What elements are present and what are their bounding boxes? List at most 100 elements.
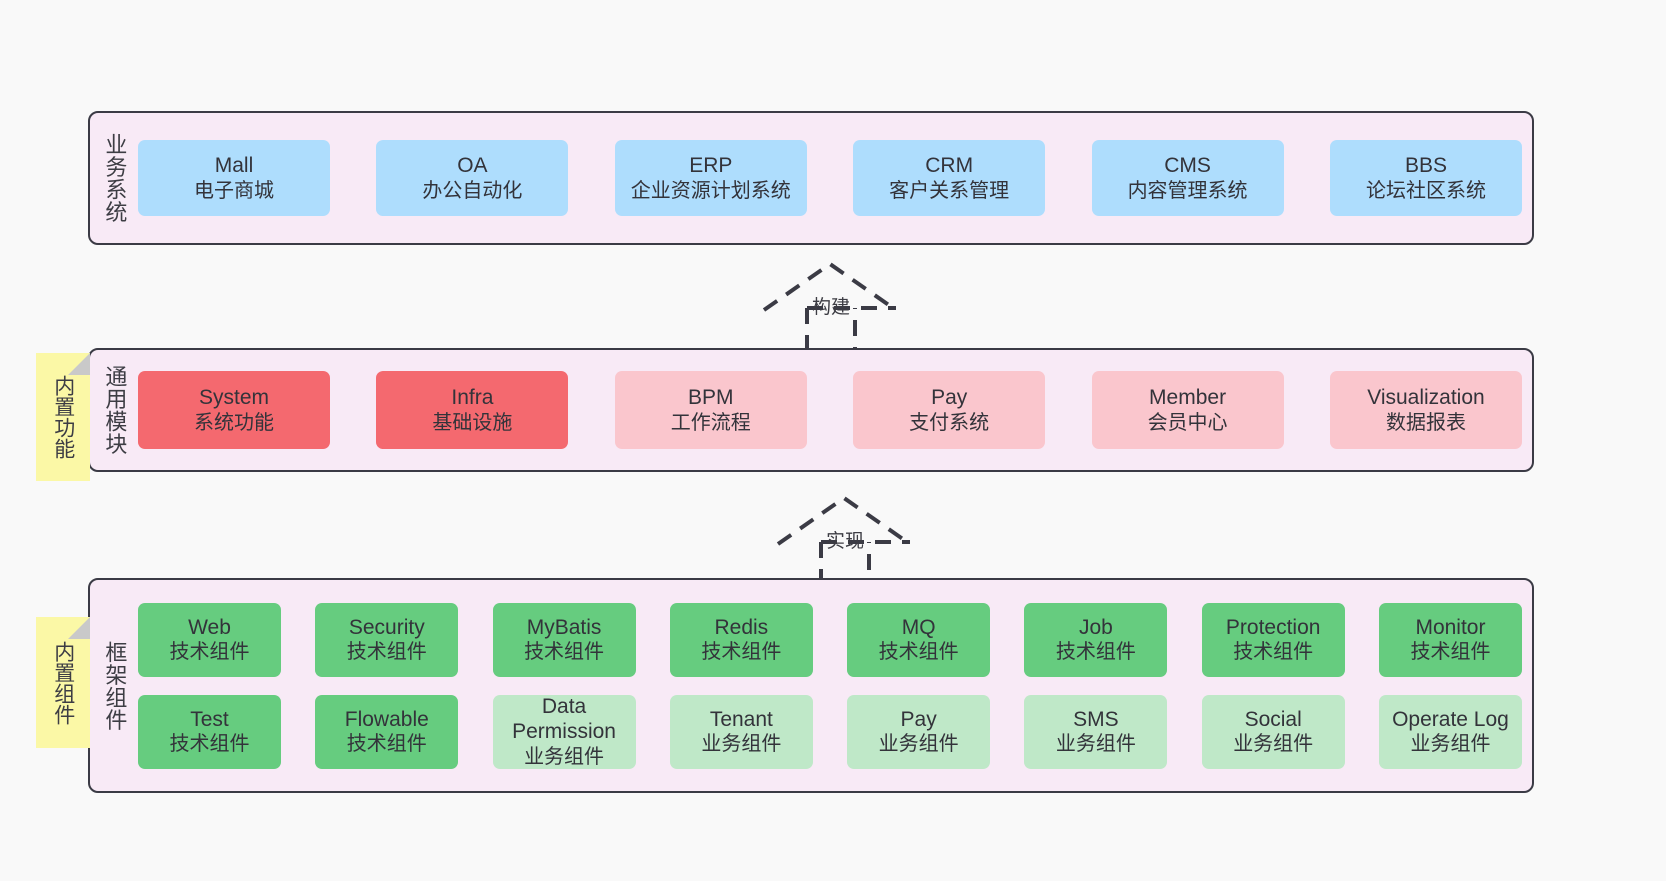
card-en-label: SMS [1073, 707, 1119, 731]
framework-card-job[interactable]: Job 技术组件 [1024, 602, 1168, 677]
card-en-label: Pay [900, 707, 937, 731]
card-cn-label: 业务组件 [1233, 733, 1314, 756]
connector-build: 构建 [752, 256, 942, 356]
card-cn-label: 业务组件 [701, 733, 782, 756]
layer-common-modules: 通用模块 System 系统功能 Infra 基础设施 BPM 工作流程 Pay… [88, 348, 1534, 472]
card-cn-label: 技术组件 [524, 641, 605, 664]
framework-card-mq[interactable]: MQ 技术组件 [847, 602, 991, 677]
card-en-label: Mall [214, 154, 254, 177]
connector-implement: 实现 [766, 490, 956, 590]
card-cn-label: 客户关系管理 [889, 179, 1010, 202]
framework-tech-row: Web 技术组件 Security 技术组件 MyBatis 技术组件 Redi… [138, 602, 1522, 677]
module-card-member[interactable]: Member 会员中心 [1091, 371, 1284, 449]
card-cn-label: 业务组件 [524, 745, 605, 768]
module-card-bpm[interactable]: BPM 工作流程 [614, 371, 807, 449]
framework-card-pay[interactable]: Pay 业务组件 [847, 694, 991, 769]
card-en-label: Monitor [1415, 615, 1486, 639]
card-cn-label: 技术组件 [1055, 641, 1136, 664]
card-cn-label: 技术组件 [701, 641, 782, 664]
layer-title-modules: 通用模块 [102, 365, 128, 455]
card-en-label: Social [1244, 707, 1302, 731]
business-card-row: Mall 电子商城 OA 办公自动化 ERP 企业资源计划系统 CRM 客户关系… [138, 140, 1522, 216]
card-en-label: System [198, 386, 269, 409]
card-cn-label: 电子商城 [194, 179, 274, 202]
framework-card-sms[interactable]: SMS 业务组件 [1024, 694, 1168, 769]
note-label: 内置组件 [51, 640, 75, 725]
business-card-bbs[interactable]: BBS 论坛社区系统 [1329, 140, 1522, 216]
card-en-label: Protection [1225, 615, 1321, 639]
framework-card-protection[interactable]: Protection 技术组件 [1201, 602, 1345, 677]
card-cn-label: 业务组件 [1055, 733, 1136, 756]
card-en-label: BPM [688, 386, 734, 409]
card-en-label: Security [348, 615, 425, 639]
business-card-crm[interactable]: CRM 客户关系管理 [853, 140, 1046, 216]
framework-card-operate-log[interactable]: Operate Log 业务组件 [1378, 694, 1522, 769]
layer-framework-components: 框架组件 Web 技术组件 Security 技术组件 MyBatis 技术组件… [88, 578, 1534, 793]
note-builtin-features: 内置功能 [36, 353, 90, 481]
card-en-label: MyBatis [526, 615, 602, 639]
card-cn-label: 技术组件 [1233, 641, 1314, 664]
connector-build-label: 构建 [812, 297, 851, 318]
card-en-label: Job [1078, 615, 1113, 639]
card-cn-label: 技术组件 [878, 641, 959, 664]
module-card-row: System 系统功能 Infra 基础设施 BPM 工作流程 Pay 支付系统… [138, 371, 1522, 449]
card-en-label: MQ [901, 615, 936, 639]
framework-card-data-permission[interactable]: Data Permission 业务组件 [492, 694, 636, 769]
module-card-pay[interactable]: Pay 支付系统 [853, 371, 1046, 449]
card-en-label: ERP [689, 154, 733, 177]
layer-body-business: Mall 电子商城 OA 办公自动化 ERP 企业资源计划系统 CRM 客户关系… [138, 113, 1532, 243]
module-card-visualization[interactable]: Visualization 数据报表 [1329, 371, 1522, 449]
framework-card-monitor[interactable]: Monitor 技术组件 [1378, 602, 1522, 677]
card-en-label: Redis [714, 615, 769, 639]
card-en-label: BBS [1404, 154, 1447, 177]
card-cn-label: 支付系统 [909, 411, 990, 434]
card-cn-label: 办公自动化 [422, 179, 523, 202]
card-cn-label: 技术组件 [169, 641, 250, 664]
card-cn-label: 系统功能 [194, 411, 274, 434]
note-label: 内置功能 [51, 375, 75, 459]
card-en-label: Infra [451, 386, 494, 409]
card-cn-label: 技术组件 [1410, 641, 1491, 664]
card-cn-label: 技术组件 [346, 641, 427, 664]
framework-card-flowable[interactable]: Flowable 技术组件 [315, 694, 459, 769]
card-cn-label: 业务组件 [878, 733, 959, 756]
business-card-erp[interactable]: ERP 企业资源计划系统 [614, 140, 807, 216]
card-en-label: Operate Log [1392, 707, 1509, 731]
card-en-label: CMS [1164, 154, 1211, 177]
card-cn-label: 技术组件 [346, 733, 427, 756]
framework-card-redis[interactable]: Redis 技术组件 [669, 602, 813, 677]
layer-title-business: 业务系统 [102, 133, 128, 223]
framework-card-mybatis[interactable]: MyBatis 技术组件 [492, 602, 636, 677]
framework-business-row: Test 技术组件 Flowable 技术组件 Data Permission … [138, 694, 1522, 769]
business-card-oa[interactable]: OA 办公自动化 [376, 140, 569, 216]
card-en-label: Data Permission [512, 694, 616, 744]
card-en-label: Flowable [344, 707, 429, 731]
framework-card-test[interactable]: Test 技术组件 [138, 694, 281, 769]
card-cn-label: 基础设施 [432, 411, 513, 434]
card-en-label: Test [190, 707, 229, 731]
business-card-cms[interactable]: CMS 内容管理系统 [1091, 140, 1284, 216]
card-en-label: OA [457, 154, 488, 177]
layer-body-framework: Web 技术组件 Security 技术组件 MyBatis 技术组件 Redi… [138, 580, 1532, 791]
business-card-mall[interactable]: Mall 电子商城 [138, 140, 330, 216]
layer-title-framework: 框架组件 [102, 640, 128, 731]
connector-implement-label: 实现 [826, 531, 865, 552]
card-en-label: Visualization [1367, 386, 1485, 409]
card-cn-label: 企业资源计划系统 [630, 179, 791, 202]
note-builtin-components: 内置组件 [36, 617, 90, 748]
module-card-system[interactable]: System 系统功能 [138, 371, 330, 449]
framework-card-web[interactable]: Web 技术组件 [138, 602, 281, 677]
card-cn-label: 技术组件 [169, 733, 250, 756]
card-cn-label: 工作流程 [670, 411, 751, 434]
framework-card-tenant[interactable]: Tenant 业务组件 [669, 694, 813, 769]
card-en-label: Pay [931, 386, 968, 409]
card-cn-label: 会员中心 [1147, 411, 1228, 434]
layer-body-modules: System 系统功能 Infra 基础设施 BPM 工作流程 Pay 支付系统… [138, 350, 1532, 470]
card-cn-label: 业务组件 [1410, 733, 1491, 756]
framework-card-security[interactable]: Security 技术组件 [315, 602, 459, 677]
card-cn-label: 数据报表 [1385, 411, 1466, 434]
card-en-label: Tenant [709, 707, 773, 731]
module-card-infra[interactable]: Infra 基础设施 [376, 371, 569, 449]
framework-card-social[interactable]: Social 业务组件 [1201, 694, 1345, 769]
layer-business-systems: 业务系统 Mall 电子商城 OA 办公自动化 ERP 企业资源计划系统 CRM… [88, 111, 1534, 245]
